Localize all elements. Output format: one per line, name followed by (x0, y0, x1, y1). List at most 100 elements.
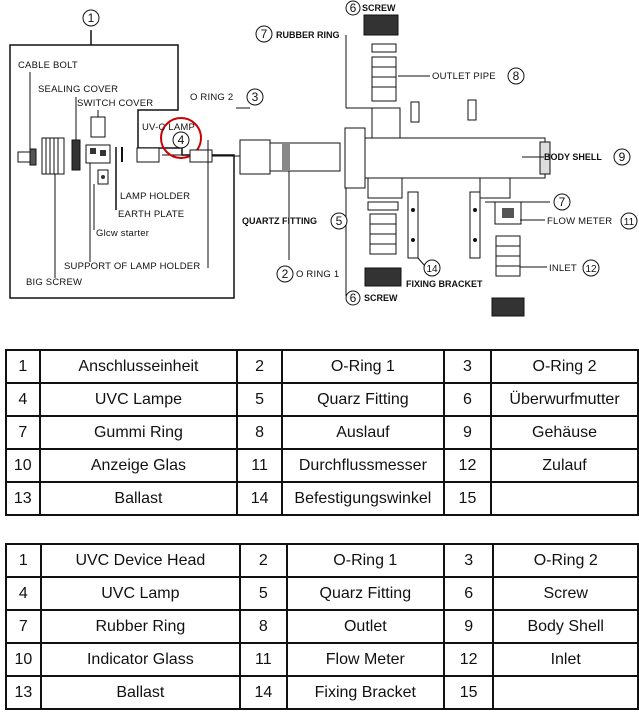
part-name-cell: Gehäuse (490, 415, 639, 450)
part-number-cell: 15 (442, 481, 493, 516)
callout-3: 3 (246, 88, 264, 106)
callout-11: 11 (620, 212, 638, 230)
part-number-cell: 9 (442, 415, 493, 450)
clip-part (410, 101, 420, 123)
svg-text:6: 6 (350, 291, 357, 305)
callout-14: 14 (423, 259, 441, 277)
label-o-ring-2: O RING 2 (190, 92, 233, 103)
part-name-cell: Gummi Ring (38, 415, 239, 450)
part-number-cell: 6 (442, 382, 493, 417)
svg-text:7: 7 (559, 195, 566, 209)
callout-8: 8 (507, 67, 525, 85)
label-screw-bottom: SCREW (364, 293, 398, 303)
svg-text:7: 7 (261, 27, 268, 41)
part-name-cell: Durchflussmesser (280, 448, 445, 483)
part-number-cell: 11 (239, 642, 288, 677)
callout-6-top: 6 (345, 0, 361, 16)
clip-part (467, 99, 477, 121)
part-name-cell: Quarz Fitting (280, 382, 445, 417)
lower-pipe-part (345, 188, 402, 296)
part-name-cell (492, 675, 639, 710)
part-number-cell: 5 (236, 382, 283, 417)
svg-text:9: 9 (619, 150, 626, 164)
earth-plate-part (115, 147, 123, 210)
part-name-cell: Indicator Glass (39, 642, 242, 677)
part-name-cell: Quarz Fitting (285, 576, 445, 611)
part-number-cell: 5 (239, 576, 288, 611)
label-o-ring-1: O RING 1 (296, 269, 339, 280)
callout-7-top: 7 (255, 25, 273, 43)
callout-6-bottom: 6 (345, 290, 361, 306)
label-glow-starter: Glcw starter (96, 228, 149, 239)
label-sealing-cover: SEALING COVER (38, 84, 118, 95)
label-flow-meter: FLOW METER (547, 216, 612, 227)
part-number-cell: 1 (5, 543, 42, 578)
flow-meter-part (491, 201, 525, 317)
fixing-bracket-part (407, 191, 481, 267)
callout-9: 9 (613, 148, 631, 166)
label-quartz-fitting: QUARTZ FITTING (242, 216, 317, 226)
part-number-cell: 4 (5, 382, 41, 417)
svg-text:11: 11 (624, 217, 635, 228)
part-name-cell: Anschlusseinheit (38, 349, 239, 384)
part-number-cell: 12 (442, 642, 495, 677)
part-name-cell: Flow Meter (285, 642, 445, 677)
part-number-cell: 7 (5, 415, 41, 450)
part-name-cell: Auslauf (280, 415, 445, 450)
uvc-lamp-highlight: 4 (160, 117, 202, 159)
part-number-cell: 4 (5, 576, 42, 611)
label-fixing-bracket: FIXING BRACKET (406, 279, 483, 289)
part-name-cell (490, 481, 639, 516)
part-name-cell: Outlet (285, 609, 445, 644)
body-shell-part (344, 107, 551, 199)
part-name-cell: O-Ring 2 (490, 349, 639, 384)
part-number-cell: 14 (236, 481, 283, 516)
sealing-cover-part (71, 97, 81, 171)
callout-5: 5 (330, 212, 348, 230)
part-number-cell: 13 (5, 675, 42, 710)
part-name-cell: Inlet (492, 642, 639, 677)
part-number-cell: 10 (5, 448, 41, 483)
part-number-cell: 10 (5, 642, 42, 677)
glow-starter-part (93, 169, 109, 230)
part-name-cell: Überwurfmutter (490, 382, 639, 417)
label-big-screw: BIG SCREW (26, 277, 82, 288)
label-cable-bolt: CABLE BOLT (18, 60, 78, 71)
part-number-cell: 2 (236, 349, 283, 384)
svg-text:14: 14 (426, 264, 438, 275)
svg-text:12: 12 (585, 264, 597, 275)
part-number-cell: 2 (239, 543, 288, 578)
callout-7-right: 7 (553, 193, 571, 211)
part-name-cell: O-Ring 2 (492, 543, 639, 578)
cable-bolt-part (17, 72, 37, 166)
lamp-holder-part (85, 144, 111, 262)
part-name-cell: Screw (492, 576, 639, 611)
part-name-cell: Anzeige Glas (38, 448, 239, 483)
label-lamp-holder: LAMP HOLDER (120, 191, 190, 202)
exploded-parts-diagram: 1 4 (9, 0, 638, 317)
part-number-cell: 3 (442, 349, 493, 384)
part-number-cell: 9 (442, 609, 495, 644)
label-support-lamp-holder: SUPPORT OF LAMP HOLDER (64, 261, 200, 272)
callout-1-number: 1 (88, 11, 95, 25)
part-name-cell: Fixing Bracket (285, 675, 445, 710)
callout-1: 1 (82, 9, 100, 27)
part-number-cell: 1 (5, 349, 41, 384)
part-number-cell: 3 (442, 543, 495, 578)
part-number-cell: 8 (239, 609, 288, 644)
part-number-cell: 15 (442, 675, 495, 710)
callout-4-number: 4 (178, 133, 185, 147)
label-uvc-lamp: UV-C LAMP (142, 122, 195, 133)
part-name-cell: O-Ring 1 (285, 543, 445, 578)
label-switch-cover: SWITCH COVER (77, 98, 153, 109)
outlet-pipe-part (345, 14, 399, 109)
